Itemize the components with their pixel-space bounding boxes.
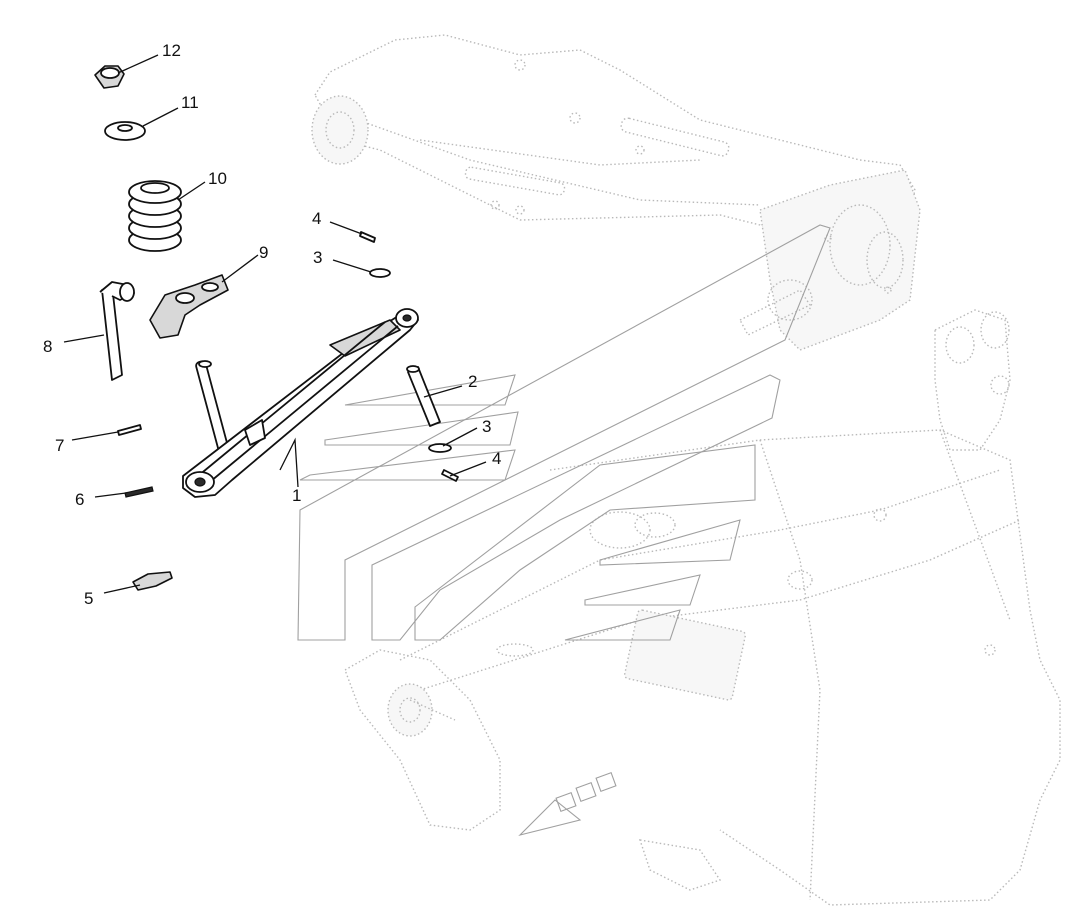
part-12-nut bbox=[94, 65, 125, 89]
part-3-top-ring bbox=[369, 268, 391, 278]
callout-9: 9 bbox=[259, 243, 268, 262]
part-10-spring bbox=[128, 180, 182, 252]
callout-10: 10 bbox=[208, 169, 227, 188]
callout-12: 12 bbox=[162, 41, 181, 60]
part-6-spring-pin bbox=[124, 486, 154, 498]
callout-labels: 12 11 10 9 8 7 6 5 4 3 2 3 4 1 bbox=[43, 41, 501, 608]
part-4-top-pin bbox=[359, 231, 376, 243]
callout-3-mid: 3 bbox=[482, 417, 491, 436]
connector-bands bbox=[297, 224, 831, 641]
callout-4-mid: 4 bbox=[492, 449, 501, 468]
callout-3-top: 3 bbox=[313, 248, 322, 267]
callout-5: 5 bbox=[84, 589, 93, 608]
part-3-mid-ring bbox=[428, 443, 452, 453]
part-11-washer bbox=[104, 121, 146, 141]
callout-7: 7 bbox=[55, 436, 64, 455]
part-9-bracket bbox=[149, 274, 229, 339]
part-5-clip bbox=[132, 571, 173, 591]
callout-1: 1 bbox=[292, 486, 301, 505]
part-1-arm bbox=[182, 308, 419, 498]
part-2-pin bbox=[406, 365, 441, 427]
callout-8: 8 bbox=[43, 337, 52, 356]
leader-lines bbox=[63, 54, 487, 594]
background-frame-assembly bbox=[311, 34, 1061, 906]
part-7-roll-pin bbox=[117, 424, 142, 436]
callout-6: 6 bbox=[75, 490, 84, 509]
callout-2: 2 bbox=[468, 372, 477, 391]
callout-4-top: 4 bbox=[312, 209, 321, 228]
part-8-l-pin bbox=[99, 281, 135, 381]
direction-arrow-icon bbox=[518, 771, 617, 837]
callout-11: 11 bbox=[181, 93, 199, 112]
